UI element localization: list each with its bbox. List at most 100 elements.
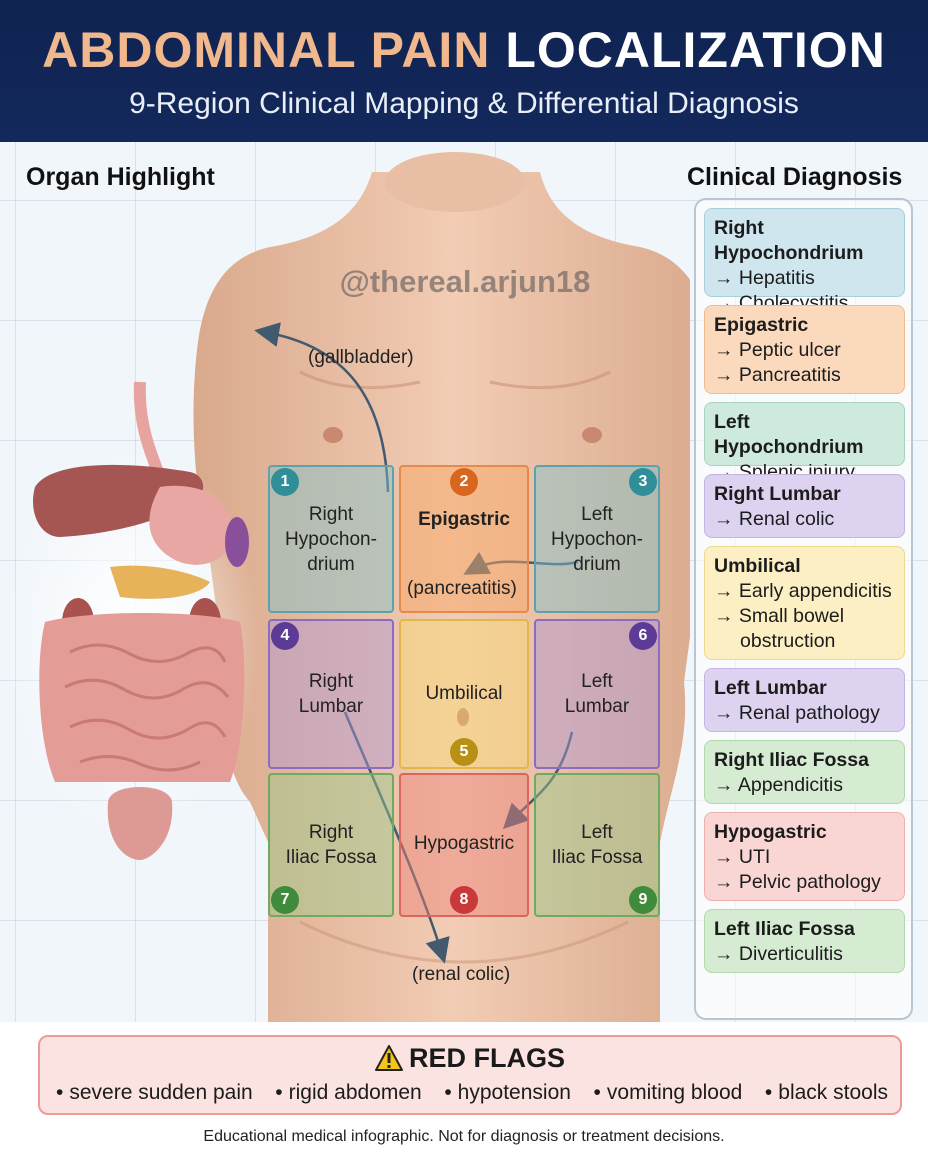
- diagram-stage: Organ Highlight Clinical Diagnosis: [0, 142, 928, 1022]
- red-flag-item: hypotension: [444, 1081, 571, 1109]
- region-label: Hypogastric: [401, 831, 527, 856]
- region-label-line: Right: [308, 503, 354, 525]
- diagnosis-item: → Small bowel: [714, 605, 845, 627]
- red-flag-item: black stools: [765, 1081, 888, 1109]
- region-label-line: Right: [308, 671, 354, 692]
- page-title: ABDOMINAL PAIN LOCALIZATION: [0, 22, 928, 78]
- renal-colic-arrow: [343, 711, 450, 964]
- region-label-line: drium: [573, 553, 621, 575]
- diagnosis-card: Right Iliac Fossa → Appendicitis: [704, 740, 905, 804]
- region-5: Umbilical 5: [399, 619, 529, 769]
- region-8: Hypogastric 8: [399, 773, 529, 917]
- spleen-icon: [225, 517, 249, 567]
- pancreas-icon: [110, 565, 210, 599]
- clinical-diagnosis-heading: Clinical Diagnosis: [687, 163, 903, 191]
- organ-illustration: [0, 381, 260, 860]
- red-flags-heading: RED FLAGS: [40, 1043, 900, 1074]
- region-label: Umbilical: [401, 681, 527, 706]
- diagnosis-card: Left Iliac Fossa → Diverticulitis: [704, 909, 905, 973]
- diagnosis-region-name: Left Iliac Fossa: [714, 918, 855, 940]
- diagnosis-item: → Early appendicitis: [714, 580, 892, 602]
- diagnosis-item: → Diverticulitis: [714, 943, 843, 965]
- region-label-line: Iliac Fossa: [285, 847, 377, 868]
- bladder-icon: [107, 787, 173, 860]
- gallbladder-annotation: (gallbladder): [308, 347, 414, 368]
- pancreatitis-annotation: (pancreatitis): [407, 578, 517, 599]
- red-flag-item: rigid abdomen: [275, 1081, 422, 1109]
- renal-colic-annotation: (renal colic): [412, 964, 511, 985]
- region-number-badge: 6: [629, 622, 657, 650]
- region-label-line: Left: [581, 503, 613, 525]
- diagnosis-region-name: Right Iliac Fossa: [714, 749, 869, 771]
- diagnosis-card: Epigastric → Peptic ulcer → Pancreatitis: [704, 305, 905, 394]
- region-number-badge: 5: [450, 738, 478, 766]
- diagnosis-region-name: Left Hypochondrium: [714, 411, 864, 458]
- diagnosis-item: → Appendicitis: [714, 774, 843, 796]
- diagnosis-card: Left Lumbar → Renal pathology: [704, 668, 905, 732]
- page-subtitle: 9-Region Clinical Mapping & Differential…: [129, 87, 799, 120]
- diagnosis-card: Right Hypochondrium→ Hepatitis→ Cholecys…: [704, 208, 905, 314]
- diagnosis-card: Umbilical → Early appendicitis → Small bow…: [704, 546, 905, 660]
- diagnosis-region-name: Epigastric: [714, 314, 809, 336]
- region-label-line: drium: [307, 553, 355, 575]
- region-label-line: Right: [308, 822, 354, 843]
- region-number-badge: 1: [271, 468, 299, 496]
- hypogastric-arrow: [502, 731, 574, 830]
- region-number-badge: 4: [271, 622, 299, 650]
- warning-icon: [374, 1045, 403, 1071]
- intestines-icon: [39, 613, 245, 782]
- title-part-1: ABDOMINAL PAIN: [42, 22, 491, 78]
- diagnosis-item: obstruction: [740, 630, 836, 652]
- region-label: Epigastric: [401, 507, 527, 532]
- region-label-line: Umbilical: [425, 683, 503, 704]
- red-flags-list: severe sudden pain rigid abdomen hypotensi…: [56, 1081, 888, 1109]
- region-label-line: Lumbar: [564, 696, 630, 717]
- region-label-line: Hypochon-: [285, 528, 377, 550]
- diagnosis-card: Left Hypochondrium→ Splenic injury: [704, 402, 905, 483]
- header-banner: ABDOMINAL PAIN LOCALIZATION 9-Region Cli…: [0, 0, 928, 142]
- diagnosis-item: → Renal pathology: [714, 702, 880, 724]
- diagnosis-region-name: Left Lumbar: [714, 677, 827, 699]
- region-number-badge: 7: [271, 886, 299, 914]
- watermark: @thereal.arjun18: [339, 264, 591, 299]
- region-number-badge: 3: [629, 468, 657, 496]
- diagnosis-item: → Renal colic: [714, 508, 835, 530]
- disclaimer-footer: Educational medical infographic. Not for…: [203, 1128, 725, 1145]
- red-flag-item: vomiting blood: [594, 1081, 742, 1109]
- red-flags-box: RED FLAGS severe sudden pain rigid abdome…: [38, 1035, 902, 1115]
- diagnosis-card: Hypogastric→ UTI→ Pelvic pathology: [704, 812, 905, 901]
- title-part-2: LOCALIZATION: [505, 22, 886, 78]
- organ-highlight-heading: Organ Highlight: [26, 163, 215, 191]
- region-label-line: Left: [581, 671, 613, 692]
- region-label-line: Epigastric: [418, 509, 510, 530]
- red-flag-item: severe sudden pain: [56, 1081, 252, 1109]
- stomach-icon: [149, 485, 233, 565]
- diagnosis-region-name: Right Lumbar: [714, 483, 841, 505]
- diagnosis-item: → Pancreatitis: [714, 364, 841, 386]
- diagnosis-region-name: Umbilical: [714, 555, 801, 577]
- region-number-badge: 8: [450, 886, 478, 914]
- region-number-badge: 9: [629, 886, 657, 914]
- liver-icon: [32, 464, 204, 537]
- diagnosis-item: → Hepatitis: [714, 267, 815, 289]
- diagnosis-panel: Right Hypochondrium→ Hepatitis→ Cholecys…: [694, 198, 913, 1020]
- red-flags-title: RED FLAGS: [408, 1043, 565, 1073]
- region-label-line: Left: [581, 822, 613, 843]
- region-label-line: Hypogastric: [413, 833, 515, 854]
- diagnosis-item: → Peptic ulcer: [714, 339, 841, 361]
- region-label-line: Hypochon-: [551, 528, 643, 550]
- gallbladder-arrow: [254, 322, 390, 493]
